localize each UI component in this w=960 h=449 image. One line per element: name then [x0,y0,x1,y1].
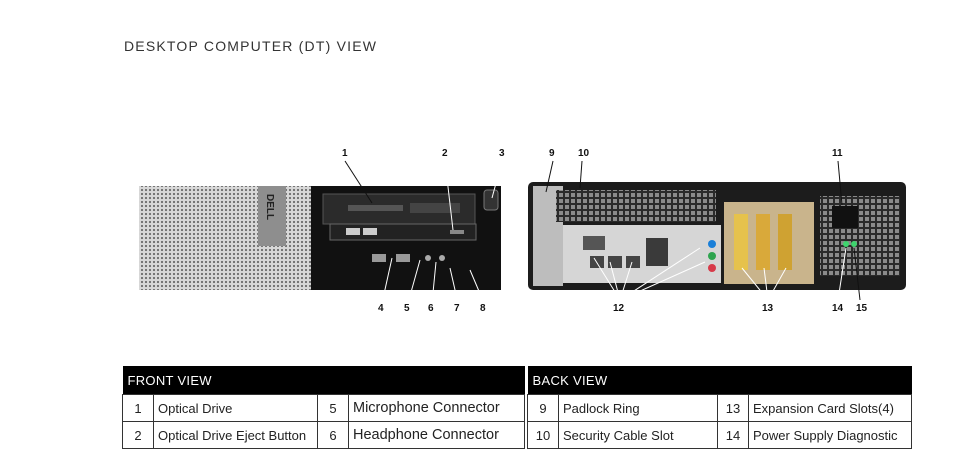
ethernet-port-shape [583,236,605,250]
callout-14: 14 [832,303,844,314]
callout-9: 9 [549,148,555,159]
callout-11: 11 [832,148,843,159]
back-callouts: 9 10 11 12 13 14 15 [549,148,868,314]
row-number: 5 [317,394,349,422]
callout-13: 13 [762,303,774,314]
power-button-shape [483,189,499,211]
row-number: 14 [717,421,749,449]
front-view-image: DELL [139,186,501,290]
row-number: 1 [122,394,154,422]
row-label: Optical Drive [153,394,318,422]
row-number: 13 [717,394,749,422]
eject-button-shape [450,230,464,234]
callout-15: 15 [856,303,868,314]
row-number: 2 [122,421,154,449]
callout-10: 10 [578,148,590,159]
front-callouts: 1 2 3 4 5 6 7 8 [342,148,505,314]
callout-8: 8 [480,303,486,314]
callout-2: 2 [442,148,448,159]
callout-7: 7 [454,303,460,314]
table-row: 2 Optical Drive Eject Button 6 Headphone… [122,421,525,449]
row-label: Expansion Card Slots(4) [748,394,912,422]
page-heading: DESKTOP COMPUTER (DT) VIEW [124,38,378,54]
row-label: Optical Drive Eject Button [153,421,318,449]
callout-1: 1 [342,148,348,159]
front-view-table: FRONT VIEW 1 Optical Drive 5 Microphone … [122,366,525,449]
dell-logo-panel [258,186,286,246]
callout-12: 12 [613,303,625,314]
table-row: 1 Optical Drive 5 Microphone Connector [122,394,525,422]
row-label: Headphone Connector [348,421,525,449]
callout-6: 6 [428,303,434,314]
callout-5: 5 [404,303,410,314]
row-label: Power Supply Diagnostic [748,421,912,449]
callout-4: 4 [378,303,384,314]
row-number: 9 [527,394,559,422]
back-view-image [528,182,906,290]
row-label: Security Cable Slot [558,421,718,449]
back-leader-lines [545,160,861,301]
table-row: 9 Padlock Ring 13 Expansion Card Slots(4… [527,394,912,422]
callout-3: 3 [499,148,505,159]
table-row: 10 Security Cable Slot 14 Power Supply D… [527,421,912,449]
row-label: Microphone Connector [348,394,525,422]
front-leader-lines [344,160,503,304]
front-view-header: FRONT VIEW [122,366,525,395]
rear-vent [556,190,716,222]
back-view-table: BACK VIEW 9 Padlock Ring 13 Expansion Ca… [527,366,912,449]
row-number: 10 [527,421,559,449]
usb-port-shape [372,254,386,262]
dell-logo: DELL [264,194,275,220]
row-number: 6 [317,421,349,449]
back-view-header: BACK VIEW [527,366,912,395]
row-label: Padlock Ring [558,394,718,422]
